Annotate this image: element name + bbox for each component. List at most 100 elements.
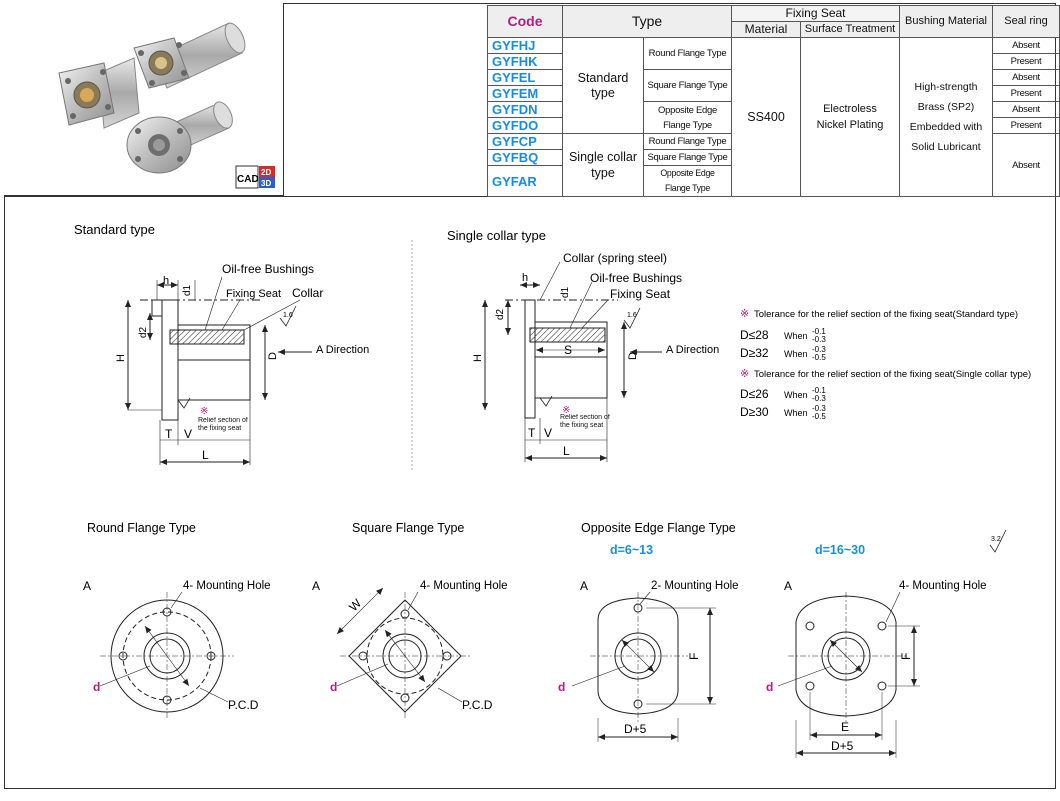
material-cell: SS400: [731, 37, 801, 197]
dim-V-single: V: [544, 426, 552, 440]
opp-small-dplus: D+5: [624, 722, 647, 736]
opp-large-dplus: D+5: [831, 739, 854, 753]
square-flange-title: Square Flange Type: [352, 521, 464, 535]
label-a-direction-single: A Direction: [666, 344, 719, 356]
code-cell: GYFAR: [487, 165, 563, 197]
round-d: d: [93, 680, 100, 694]
product-photo: CAD 2D 3D: [4, 3, 284, 196]
dim-D: D: [267, 352, 279, 360]
label-collar-spring: Collar (spring steel): [563, 251, 667, 265]
header-bushing-material: Bushing Material: [899, 5, 993, 38]
roughness-3-2: 3.2: [991, 536, 1001, 543]
label-oil-free-single: Oil-free Bushings: [590, 271, 682, 285]
opp-small-a: A: [580, 579, 588, 593]
tol-upper: -0.1: [812, 386, 826, 395]
tol-lower: -0.5: [812, 412, 826, 421]
tol-upper: -0.1: [812, 327, 826, 336]
relief-label-single-box: Relief section of the fixing seat: [560, 414, 610, 429]
roughness-mark: [989, 529, 1007, 553]
cad-3d-label: 3D: [261, 179, 271, 188]
drawing-frame: [4, 3, 1056, 789]
opp-large-view: [777, 591, 920, 758]
type-group-single-text: Single collar type: [568, 150, 638, 180]
header-code: Code: [487, 5, 563, 38]
dim-h-single: h: [522, 272, 528, 284]
label-fixing-seat-single: Fixing Seat: [610, 287, 671, 301]
surface-treatment-text: Electroless Nickel Plating: [816, 103, 884, 131]
opp-small-holes: 2- Mounting Hole: [651, 580, 739, 592]
opp-large-e: E: [841, 720, 849, 734]
tol-when: When: [784, 408, 808, 418]
code-cell: GYFEM: [487, 85, 563, 102]
round-a: A: [83, 579, 91, 593]
square-pcd: P.C.D: [462, 698, 493, 712]
subtype-cell: Opposite Edge Flange Type: [643, 165, 732, 197]
round-flange-title: Round Flange Type: [87, 521, 196, 535]
round-flange-view: [99, 591, 234, 720]
cad-label: CAD: [237, 174, 259, 185]
opp-small-view: [571, 591, 716, 742]
header-seal-ring: Seal ring: [992, 5, 1060, 38]
tol-mark-single: ※: [740, 368, 749, 380]
label-fixing-seat: Fixing Seat: [226, 288, 281, 300]
relief-label: Relief section of the fixing seat: [198, 417, 248, 432]
opp-large-range: d=16~30: [815, 543, 865, 557]
tol-cond: D≤28: [740, 328, 769, 342]
tol-cond: D≥30: [740, 405, 769, 419]
opp-large-d: d: [766, 680, 773, 694]
single-collar-title: Single collar type: [447, 228, 546, 243]
square-w: W: [346, 596, 364, 614]
dim-L-single: L: [563, 444, 570, 458]
opp-small-range: d=6~13: [610, 543, 653, 557]
dim-d2-single: d2: [495, 308, 506, 320]
tol-when: When: [784, 349, 808, 359]
roughness-value: 1.6: [283, 312, 293, 319]
tol-when: When: [784, 390, 808, 400]
relief-label-box: Relief section of the fixing seat: [198, 417, 248, 432]
tol-title-single: Tolerance for the relief section of the …: [754, 369, 1031, 380]
bushing-material-cell: High-strength Brass (SP2) Embedded with …: [899, 37, 993, 197]
square-flange-view: [336, 587, 470, 720]
standard-section-view: [125, 276, 312, 465]
dim-d2: d2: [138, 326, 149, 338]
standard-type-title: Standard type: [74, 222, 155, 237]
opp-large-a: A: [784, 579, 792, 593]
opp-large-f: F: [899, 653, 913, 660]
single-section-view: [482, 261, 662, 462]
tol-title-std: Tolerance for the relief section of the …: [754, 309, 1018, 320]
label-oil-free-bushings: Oil-free Bushings: [222, 262, 314, 276]
header-surface-treatment: Surface Treatment: [800, 21, 900, 38]
round-pcd: P.C.D: [228, 698, 259, 712]
label-collar: Collar: [292, 286, 323, 300]
seal-cell: Absent: [992, 37, 1060, 54]
dim-T: T: [165, 427, 173, 441]
product-image: CAD 2D 3D: [58, 22, 275, 189]
code-cell: GYFDN: [487, 101, 563, 118]
code-cell: GYFEL: [487, 69, 563, 86]
seal-cell: Absent: [992, 133, 1060, 197]
round-holes: 4- Mounting Hole: [183, 580, 271, 592]
tolerance-notes: ※ Tolerance for the relief section of th…: [740, 308, 1031, 421]
dim-T-single: T: [528, 426, 536, 440]
dim-h: h: [163, 275, 169, 287]
tol-mark-std: ※: [740, 308, 749, 320]
subtype-cell: Square Flange Type: [643, 69, 732, 102]
spec-table: Code Type Fixing Seat Bushing Material S…: [487, 5, 1060, 197]
dim-H: H: [115, 354, 127, 362]
section-divider: [4, 196, 1056, 197]
tol-lower: -0.3: [812, 394, 826, 403]
type-group-single: Single collar type: [562, 133, 644, 197]
dim-S: S: [564, 343, 572, 357]
relief-mark: ※: [200, 406, 208, 417]
cad-badge: [235, 165, 259, 189]
dim-d1-single: d1: [560, 286, 571, 298]
opp-large-holes: 4- Mounting Hole: [899, 580, 987, 592]
tol-lower: -0.5: [812, 353, 826, 362]
bushing-material-text: High-strength Brass (SP2) Embedded with …: [909, 81, 983, 153]
type-group-standard: Standard type: [562, 37, 644, 134]
roughness-value-single: 1.6: [627, 312, 637, 319]
square-holes: 4- Mounting Hole: [420, 580, 508, 592]
header-type: Type: [562, 5, 732, 38]
tol-cond: D≥32: [740, 346, 769, 360]
